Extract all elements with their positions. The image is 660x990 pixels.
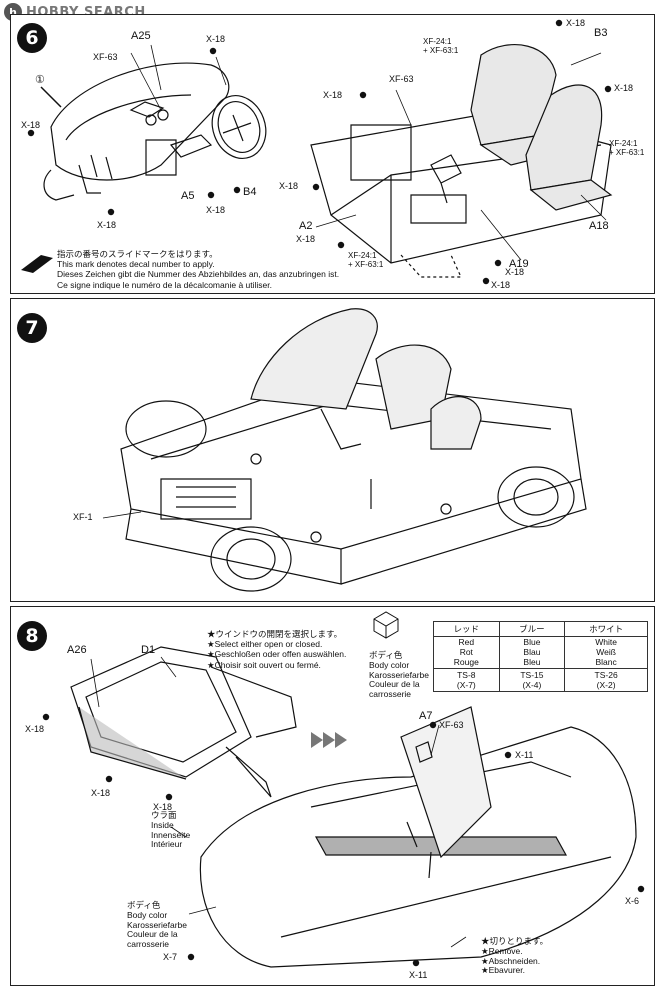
window-note: ★ウインドウの開閉を選択します。 ★Select either open or … xyxy=(207,629,347,670)
part-b4: B4 xyxy=(243,186,257,198)
screw-x18-10: X-18 xyxy=(505,267,525,277)
screw-x18-2: X-18 xyxy=(91,788,111,798)
leader-lines xyxy=(90,656,467,948)
part-a19: A19 xyxy=(509,258,529,270)
chassis-assembly xyxy=(120,308,587,592)
color-jp-blue: ブルー xyxy=(498,621,566,637)
screw-x18-1: X-18 xyxy=(25,724,45,734)
color-jp-white: ホワイト xyxy=(564,621,648,637)
decal-ref-1: ① xyxy=(35,74,45,86)
screw-x11-1: X-11 xyxy=(515,750,534,760)
step-8-panel: 8 xyxy=(10,606,655,986)
color-code-red: TS-8(X-7) xyxy=(433,668,500,693)
steering-wheel-part xyxy=(169,95,267,159)
body-color-table: レッド ブルー ホワイト Red Rot Rouge Blue Blau Ble… xyxy=(433,621,648,693)
screw-icons xyxy=(27,19,612,285)
part-a2: A2 xyxy=(299,220,313,232)
paint-xf1: XF-1 xyxy=(73,512,93,522)
step-8-drawing xyxy=(42,611,645,968)
leader-lines xyxy=(130,44,607,261)
step-7-number: 7 xyxy=(17,313,47,343)
car-body-part xyxy=(199,706,637,968)
screw-x18-7: X-18 xyxy=(97,220,117,230)
leader-line xyxy=(102,511,142,519)
step-7-drawing xyxy=(102,308,587,592)
screw-x18-1: X-18 xyxy=(206,34,226,44)
color-names-blue: Blue Blau Bleu xyxy=(498,635,566,670)
paint-seat-top: XF-24:1+ XF-63:1 xyxy=(423,37,459,56)
part-a7: A7 xyxy=(419,710,433,722)
seats-part xyxy=(470,44,613,211)
screw-x18-9: X-18 xyxy=(296,234,316,244)
paint-xf63-dash: XF-63 xyxy=(93,52,118,62)
part-d1: D1 xyxy=(141,644,156,656)
screw-x18-3: X-18 xyxy=(323,90,343,100)
inside-note: ウラ面 Inside Innenseite Intérieur xyxy=(151,810,191,850)
part-a26: A26 xyxy=(67,644,87,656)
screw-x6: X-6 xyxy=(625,896,640,906)
color-code-blue: TS-15(X-4) xyxy=(498,668,566,693)
screw-x18-3: X-18 xyxy=(153,802,173,812)
body-color-label-left: ボディ色 Body color Karosseriefarbe Couleur … xyxy=(127,900,188,950)
body-color-swatch-label: ボディ色 Body color Karosseriefarbe Couleur … xyxy=(369,650,430,700)
screw-x18-4: X-18 xyxy=(21,120,41,130)
part-a18: A18 xyxy=(589,220,609,232)
transition-arrow-icon xyxy=(311,732,347,748)
color-jp-red: レッド xyxy=(433,621,500,637)
remove-note: ★切りとります。 ★Remove. ★Abschneiden. ★Ebavure… xyxy=(481,936,549,976)
color-code-white: TS-26(X-2) xyxy=(564,668,648,693)
part-b3: B3 xyxy=(594,27,608,39)
color-names-red: Red Rot Rouge xyxy=(433,635,500,670)
step-8-number: 8 xyxy=(17,621,47,651)
step-7-panel: 7 XF-1 xyxy=(10,298,655,602)
screw-x18-8: X-18 xyxy=(206,205,226,215)
windshield-part xyxy=(70,646,297,798)
step-6-drawing xyxy=(21,19,613,285)
screw-x18-11: X-18 xyxy=(491,280,511,290)
decal-arrow-icon xyxy=(21,255,53,273)
screw-x18-2: X-18 xyxy=(566,18,586,28)
part-a25: A25 xyxy=(131,30,151,42)
arrow xyxy=(40,86,62,108)
paint-xf63: XF-63 xyxy=(439,720,464,730)
body-color-swatch-icon xyxy=(373,611,399,639)
color-names-white: White Weiß Blanc xyxy=(564,635,648,670)
step-6-panel: 6 xyxy=(10,14,655,294)
paint-floor: XF-24:1+ XF-63:1 xyxy=(348,251,384,270)
screw-x18-6: X-18 xyxy=(279,181,299,191)
paint-xf63-gear: XF-63 xyxy=(389,74,414,84)
decal-note: 指示の番号のスライドマークをはります。 This mark denotes de… xyxy=(57,249,340,290)
screw-x7: X-7 xyxy=(163,952,178,962)
paint-seat-right: XF-24:1+ XF-63:1 xyxy=(609,139,645,158)
step-6-number: 6 xyxy=(17,23,47,53)
screw-x18-5: X-18 xyxy=(614,83,634,93)
dashboard-part xyxy=(43,62,230,201)
screw-icons xyxy=(42,713,645,967)
part-a5: A5 xyxy=(181,190,195,202)
screw-x11-2: X-11 xyxy=(409,970,428,980)
